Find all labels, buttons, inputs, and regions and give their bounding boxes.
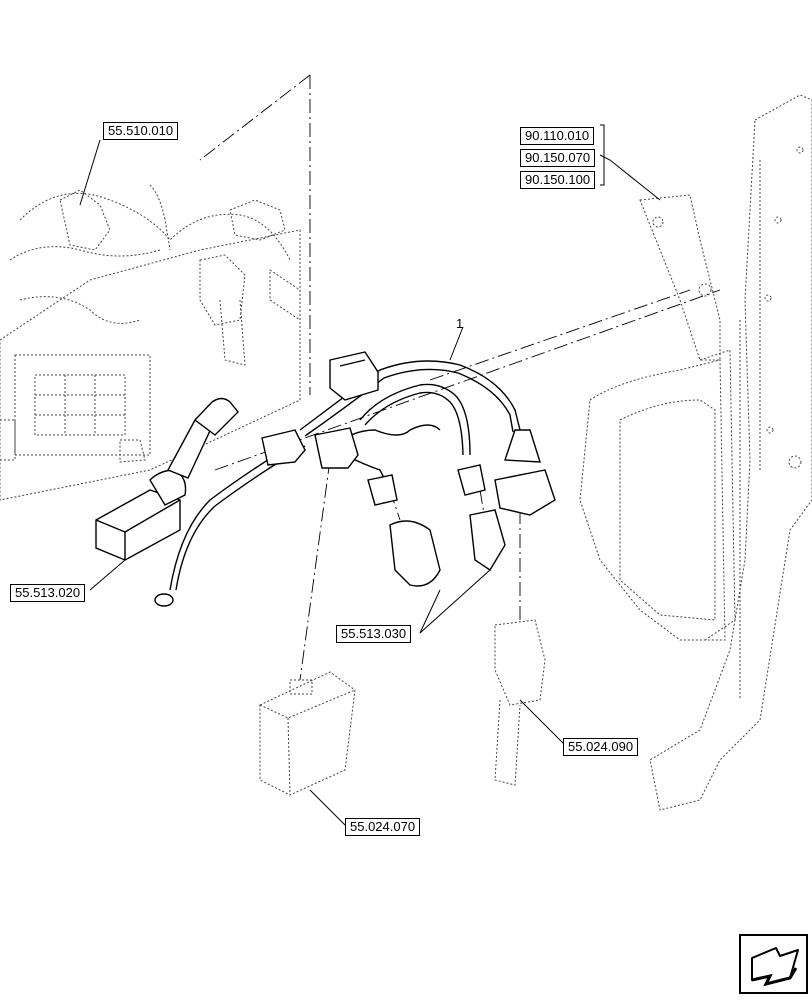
callout-90-110-010[interactable]: 90.110.010 <box>520 127 595 145</box>
callout-90-150-100[interactable]: 90.150.100 <box>520 171 596 189</box>
ghost-control-module <box>259 671 356 796</box>
ghost-connector-lower <box>494 619 546 786</box>
leader-lines <box>79 139 661 826</box>
callout-55-024-090[interactable]: 55.024.090 <box>563 738 639 756</box>
ghost-wiring-assembly <box>0 184 301 501</box>
joystick-assembly <box>95 397 239 561</box>
main-harness <box>154 351 556 607</box>
arrow-navigation-icon[interactable] <box>739 934 808 994</box>
callout-90-150-070[interactable]: 90.150.070 <box>520 149 596 167</box>
callout-55-513-030[interactable]: 55.513.030 <box>336 625 412 643</box>
ghost-cab-frame <box>579 94 812 811</box>
callout-bracket <box>600 124 605 186</box>
callout-55-024-070[interactable]: 55.024.070 <box>345 818 421 836</box>
callout-55-513-020[interactable]: 55.513.020 <box>10 584 86 602</box>
callout-55-510-010[interactable]: 55.510.010 <box>103 122 179 140</box>
item-number-label: 1 <box>456 316 464 331</box>
construction-lines <box>199 74 721 681</box>
